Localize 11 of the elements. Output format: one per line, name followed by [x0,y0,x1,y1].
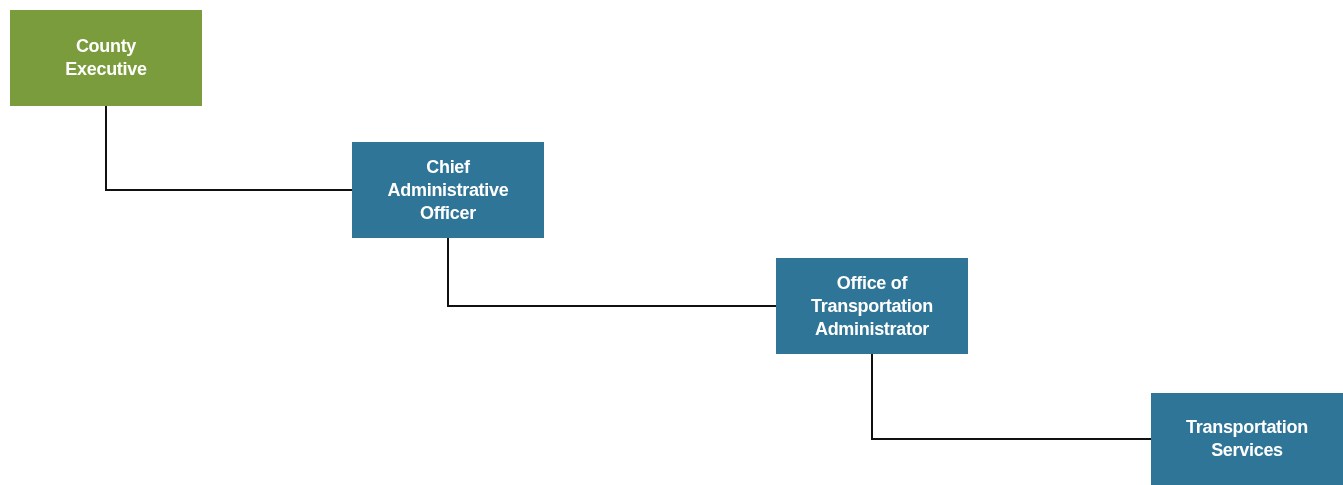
connector-line [447,237,777,307]
connector-line [871,353,1152,440]
connector-line [105,105,353,191]
box-label: Transportation Services [1185,416,1309,462]
org-box [10,10,202,106]
org-box [776,258,968,354]
box-label: County Executive [64,35,148,81]
box-label: Chief Administrative Officer [386,155,510,225]
box-label: Office of Transportation Administrator [810,271,934,341]
org-box [352,142,544,238]
org-box [1151,393,1343,485]
